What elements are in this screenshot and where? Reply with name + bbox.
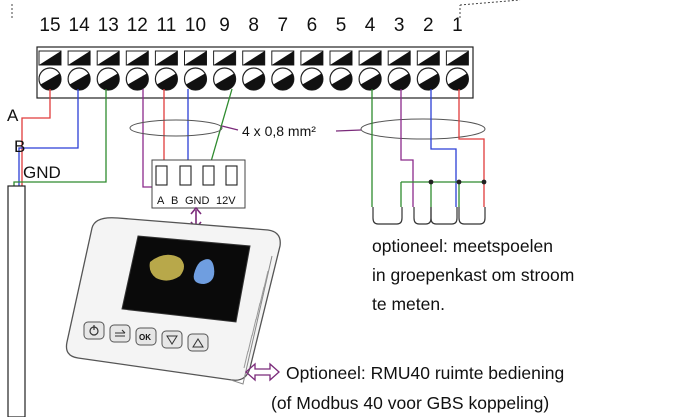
- wire-t1: [458, 89, 485, 207]
- ok-button[interactable]: [135, 327, 157, 346]
- bundle-pointer-right: [335, 129, 362, 132]
- terminal-slot-fill-12: [126, 51, 149, 65]
- coil-3: [458, 207, 486, 225]
- terminal-number-10: 10: [185, 15, 206, 36]
- terminal-slot-fill-3: [388, 51, 411, 65]
- bus-cable: [7, 185, 26, 417]
- terminal-number-8: 8: [248, 15, 259, 36]
- terminal-slot-fill-15: [39, 51, 61, 65]
- terminal-screw-shade-8: [244, 73, 265, 90]
- terminal-slot-fill-9: [213, 51, 236, 65]
- coil-note-line-1: optioneel: meetspoelen: [372, 236, 553, 256]
- flame-icon: [149, 254, 184, 281]
- terminal-screw-shade-4: [360, 73, 382, 90]
- terminal-number-11: 11: [157, 15, 177, 36]
- connector-label-a: A: [157, 195, 165, 207]
- terminal-screw-shade-11: [156, 73, 178, 90]
- rmu-note-line-1: Optioneel: RMU40 ruimte bediening: [286, 363, 564, 383]
- terminal-screw-shade-7: [273, 73, 294, 90]
- connector-label-gnd: GND: [185, 195, 210, 207]
- wire-t2: [430, 89, 457, 207]
- terminal-number-15: 15: [39, 15, 60, 36]
- terminal-number-13: 13: [98, 15, 119, 36]
- wire-common-drops: [400, 182, 460, 207]
- connector-label-b: B: [171, 195, 178, 207]
- label-a: A: [7, 106, 19, 125]
- terminal-number-7: 7: [278, 15, 289, 36]
- terminal-number-3: 3: [394, 15, 405, 36]
- cable-bundle-right: [360, 118, 486, 140]
- down-button[interactable]: [161, 330, 183, 349]
- terminal-number-1: 1: [452, 15, 463, 36]
- terminal-slot-fill-14: [68, 51, 91, 65]
- terminal-screw-shade-15: [40, 73, 61, 90]
- wire-t3: [400, 89, 414, 207]
- terminal-number-5: 5: [336, 15, 347, 36]
- terminal-number-2: 2: [423, 15, 434, 36]
- cable-spec: 4 x 0,8 mm²: [242, 123, 316, 139]
- coil-wires: [371, 89, 485, 207]
- label-b: B: [14, 137, 25, 156]
- label-gnd: GND: [23, 163, 61, 182]
- panel-screen: [121, 235, 251, 323]
- connector-label-12v: 12V: [216, 195, 236, 207]
- terminal-slot-fill-7: [271, 51, 294, 65]
- terminal-screw-shade-6: [302, 73, 323, 90]
- wire-b: [18, 89, 79, 186]
- ok-label: OK: [139, 333, 151, 342]
- coil-note-line-2: in groepenkast om stroom: [372, 265, 574, 285]
- terminal-block: [36, 46, 474, 99]
- wire-a: [21, 89, 51, 186]
- coil-note-line-3: te meten.: [372, 294, 445, 314]
- unit-outline: [11, 0, 521, 18]
- power-button[interactable]: [83, 321, 105, 340]
- rmu-connector: A B GND 12V: [151, 159, 246, 209]
- terminal-slot-fill-8: [242, 51, 265, 65]
- terminal-screw-shade-14: [69, 73, 91, 90]
- terminal-screw-shade-10: [185, 73, 207, 90]
- terminal-slot-fill-2: [417, 51, 440, 65]
- terminal-slot-fill-5: [330, 51, 352, 65]
- coil-1: [372, 207, 403, 225]
- down-triangle-icon: [166, 335, 178, 345]
- terminal-screw-shade-13: [98, 73, 120, 90]
- cable-bundle-left: [129, 119, 223, 137]
- terminal-slot-fill-6: [300, 51, 323, 65]
- terminal-screw-shade-3: [389, 73, 411, 90]
- vent-slots: [243, 270, 269, 369]
- bidirectional-arrow: [245, 362, 280, 382]
- rmu40-panel: OK: [65, 217, 281, 385]
- junction-dots: [428, 179, 487, 185]
- terminal-number-4: 4: [365, 15, 376, 36]
- return-icon: [115, 329, 126, 337]
- terminal-slot-fill-10: [184, 51, 207, 65]
- terminal-slot-fill-13: [97, 51, 120, 65]
- current-coils: [372, 207, 486, 225]
- terminal-screw-shade-5: [331, 73, 352, 90]
- water-drop-icon: [193, 259, 215, 284]
- coil-2b: [430, 207, 458, 225]
- rmu-note-line-2: (of Modbus 40 voor GBS koppeling): [271, 393, 549, 413]
- terminal-screw-shade-12: [127, 73, 149, 90]
- bus-wires: [13, 89, 107, 186]
- terminal-number-14: 14: [69, 15, 91, 36]
- terminal-screw-shade-9: [215, 73, 236, 90]
- terminal-number-9: 9: [219, 15, 230, 36]
- coil-2: [413, 207, 432, 225]
- terminal-slot-fill-4: [359, 51, 382, 65]
- terminal-slot-fill-11: [155, 51, 178, 65]
- terminal-screw-shade-2: [418, 73, 440, 90]
- up-button[interactable]: [187, 333, 209, 352]
- up-triangle-icon: [192, 338, 204, 348]
- terminal-number-6: 6: [307, 15, 318, 36]
- terminal-screw-shade-1: [447, 73, 469, 90]
- terminal-number-12: 12: [127, 15, 148, 36]
- terminal-slot-fill-1: [446, 51, 469, 65]
- wire-gnd: [13, 89, 107, 186]
- bundle-pointer-left: [221, 125, 239, 131]
